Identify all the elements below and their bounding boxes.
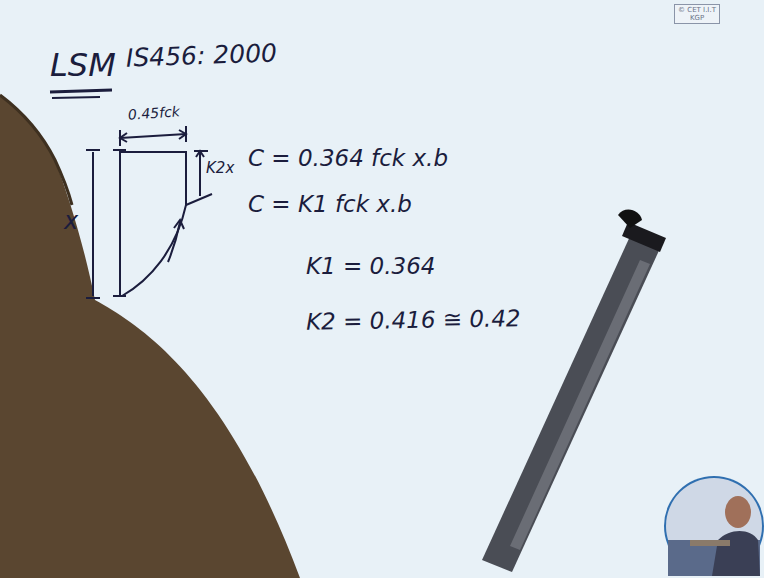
stress-block [86,126,212,298]
shoulder-edge [0,95,72,205]
depth-label: K2x [206,160,234,177]
depth-label: x [64,208,78,234]
underline [50,90,112,92]
equation: K1 = 0.364 [306,254,435,279]
lecturer-inset [664,476,764,576]
pen [482,210,666,572]
equation: C = 0.364 fck x.b [248,146,448,171]
underline [52,97,100,98]
equation: C = K1 fck x.b [248,192,412,217]
equation: K2 = 0.416 ≅ 0.42 [306,306,521,335]
heading: LSM [50,48,116,83]
code-reference: IS456: 2000 [126,39,278,72]
watermark-text: © CET I.I.T KGP [678,6,716,22]
watermark-box: © CET I.I.T KGP [674,4,720,24]
stress-value: 0.45fck [128,104,181,123]
